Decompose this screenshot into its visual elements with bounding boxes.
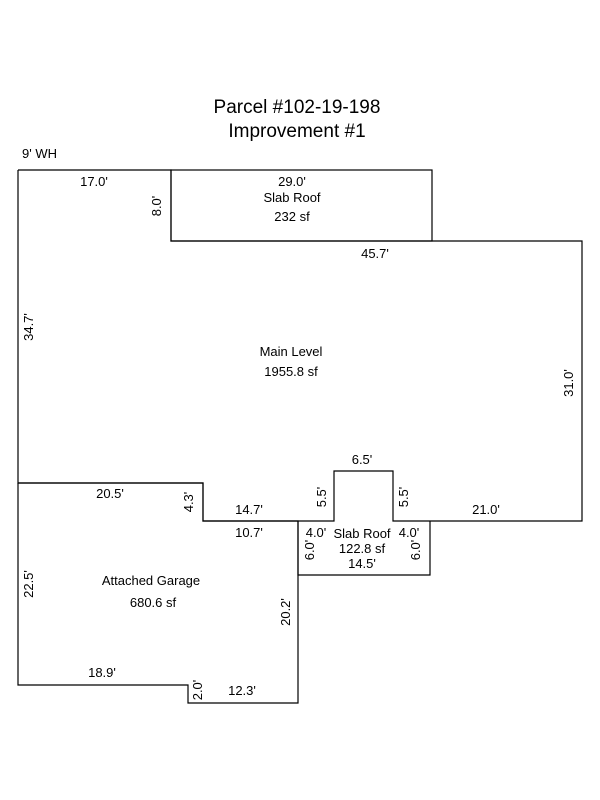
dim-slab-left-6: 6.0'	[302, 540, 317, 561]
dim-garage-right: 20.2'	[278, 598, 293, 626]
dim-garage-left: 22.5'	[21, 570, 36, 598]
dim-garage-step: 2.0'	[190, 680, 205, 701]
dim-bump-left: 5.5'	[314, 487, 329, 508]
dim-slab-side: 8.0'	[149, 196, 164, 217]
dim-garage-top: 20.5'	[96, 486, 124, 501]
dim-slab-right-4: 4.0'	[399, 525, 420, 540]
dim-garage-bottom: 18.9'	[88, 665, 116, 680]
dim-garage-bottom-right: 12.3'	[228, 683, 256, 698]
dim-step-14-7: 14.7'	[235, 502, 263, 517]
slab-roof-small-outline	[297, 521, 431, 576]
dim-bump-right: 5.5'	[396, 487, 411, 508]
dim-step-4-3: 4.3'	[181, 492, 196, 513]
attached-garage-name: Attached Garage	[102, 573, 200, 588]
dim-right-wall: 31.0'	[561, 369, 576, 397]
dim-slab-left-4: 4.0'	[306, 525, 327, 540]
slab-roof-top-size: 232 sf	[274, 209, 310, 224]
attached-garage-outline	[17, 482, 299, 704]
slab-top-width-label: 29.0'	[278, 174, 306, 189]
improvement-title: Improvement #1	[228, 121, 365, 142]
dim-slab-right-6: 6.0'	[408, 540, 423, 561]
dim-top-left: 17.0'	[80, 174, 108, 189]
dim-main-top: 45.7'	[361, 246, 389, 261]
wall-height-note: 9' WH	[22, 146, 57, 161]
dim-bump-top: 6.5'	[352, 452, 373, 467]
attached-garage-size: 680.6 sf	[130, 595, 177, 610]
slab-roof-top-outline	[170, 169, 433, 242]
dim-slab-bottom: 14.5'	[348, 556, 376, 571]
dim-left-wall: 34.7'	[21, 313, 36, 341]
dim-bottom-right: 21.0'	[472, 502, 500, 517]
slab-roof-small-name: Slab Roof	[333, 526, 390, 541]
dim-step-10-7: 10.7'	[235, 525, 263, 540]
parcel-title: Parcel #102-19-198	[214, 97, 381, 118]
slab-roof-small-size: 122.8 sf	[339, 541, 386, 556]
main-level-size: 1955.8 sf	[264, 364, 318, 379]
main-level-name: Main Level	[260, 344, 323, 359]
slab-roof-top-name: Slab Roof	[263, 190, 320, 205]
